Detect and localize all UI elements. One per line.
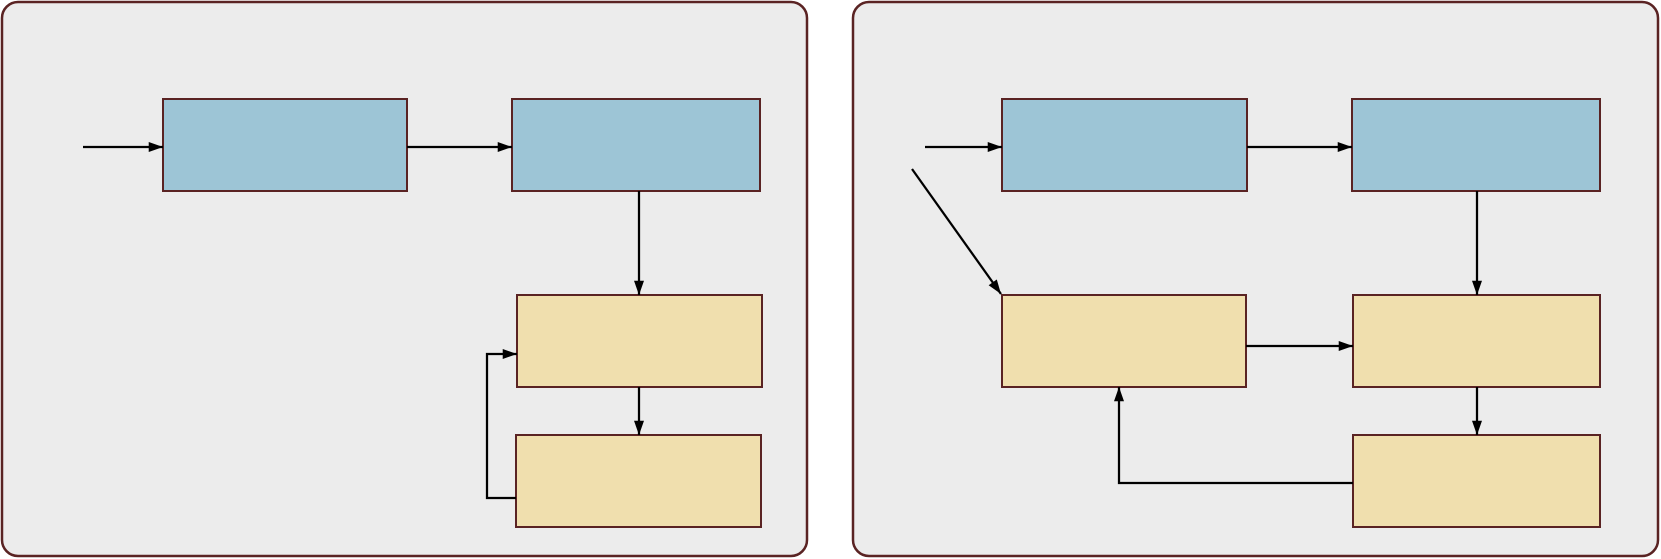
left-blue-box-1 <box>162 98 408 192</box>
left-tan2-to-tan1-feedback-arrow <box>485 349 517 500</box>
left-tan-box-2 <box>515 434 762 528</box>
right-blue-box-2 <box>1351 98 1601 192</box>
right-tan-box-2 <box>1352 294 1601 388</box>
right-tan-box-3 <box>1352 434 1601 528</box>
left-tan-box-1 <box>516 294 763 388</box>
left-blue-box-2 <box>511 98 761 192</box>
left-panel <box>0 0 809 558</box>
right-panel <box>851 0 1660 558</box>
right-diagonal-input-arrow <box>911 168 1002 295</box>
right-tan3-to-tan1-feedback-arrow <box>1114 387 1353 485</box>
right-tan-box-1 <box>1001 294 1247 388</box>
right-blue-box-1 <box>1001 98 1248 192</box>
